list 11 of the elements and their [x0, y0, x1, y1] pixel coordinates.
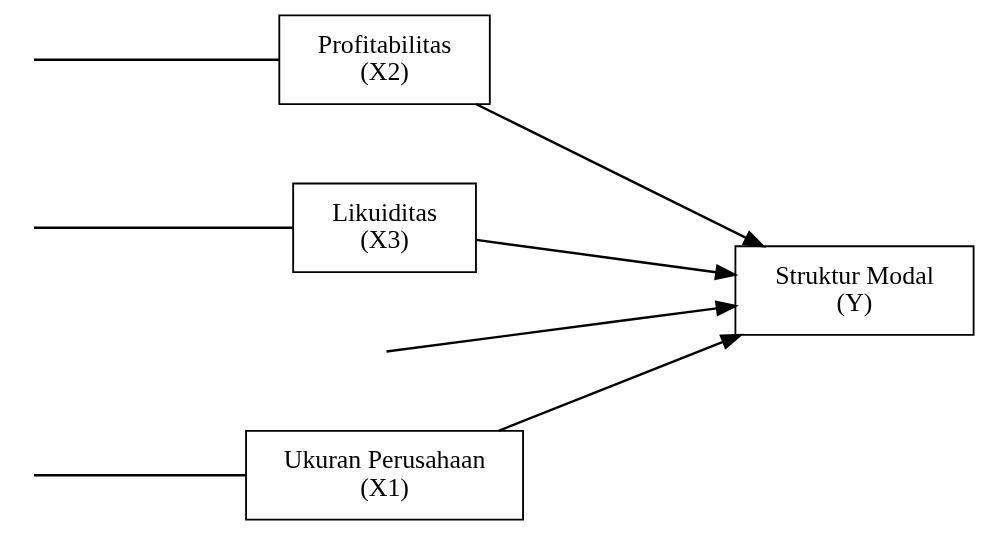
connector — [33, 226, 293, 229]
arrow — [475, 103, 766, 248]
node-box: Struktur Modal (Y) — [734, 245, 975, 336]
arrow — [497, 333, 744, 432]
arrow — [385, 300, 739, 353]
node-box: Likuiditas (X3) — [291, 182, 477, 274]
node-box: Ukuran Perusahaan (X1) — [244, 430, 524, 521]
connector — [33, 58, 279, 61]
node-box: Profitabilitas (X2) — [277, 14, 491, 105]
arrow — [475, 238, 738, 281]
connector — [33, 474, 246, 477]
